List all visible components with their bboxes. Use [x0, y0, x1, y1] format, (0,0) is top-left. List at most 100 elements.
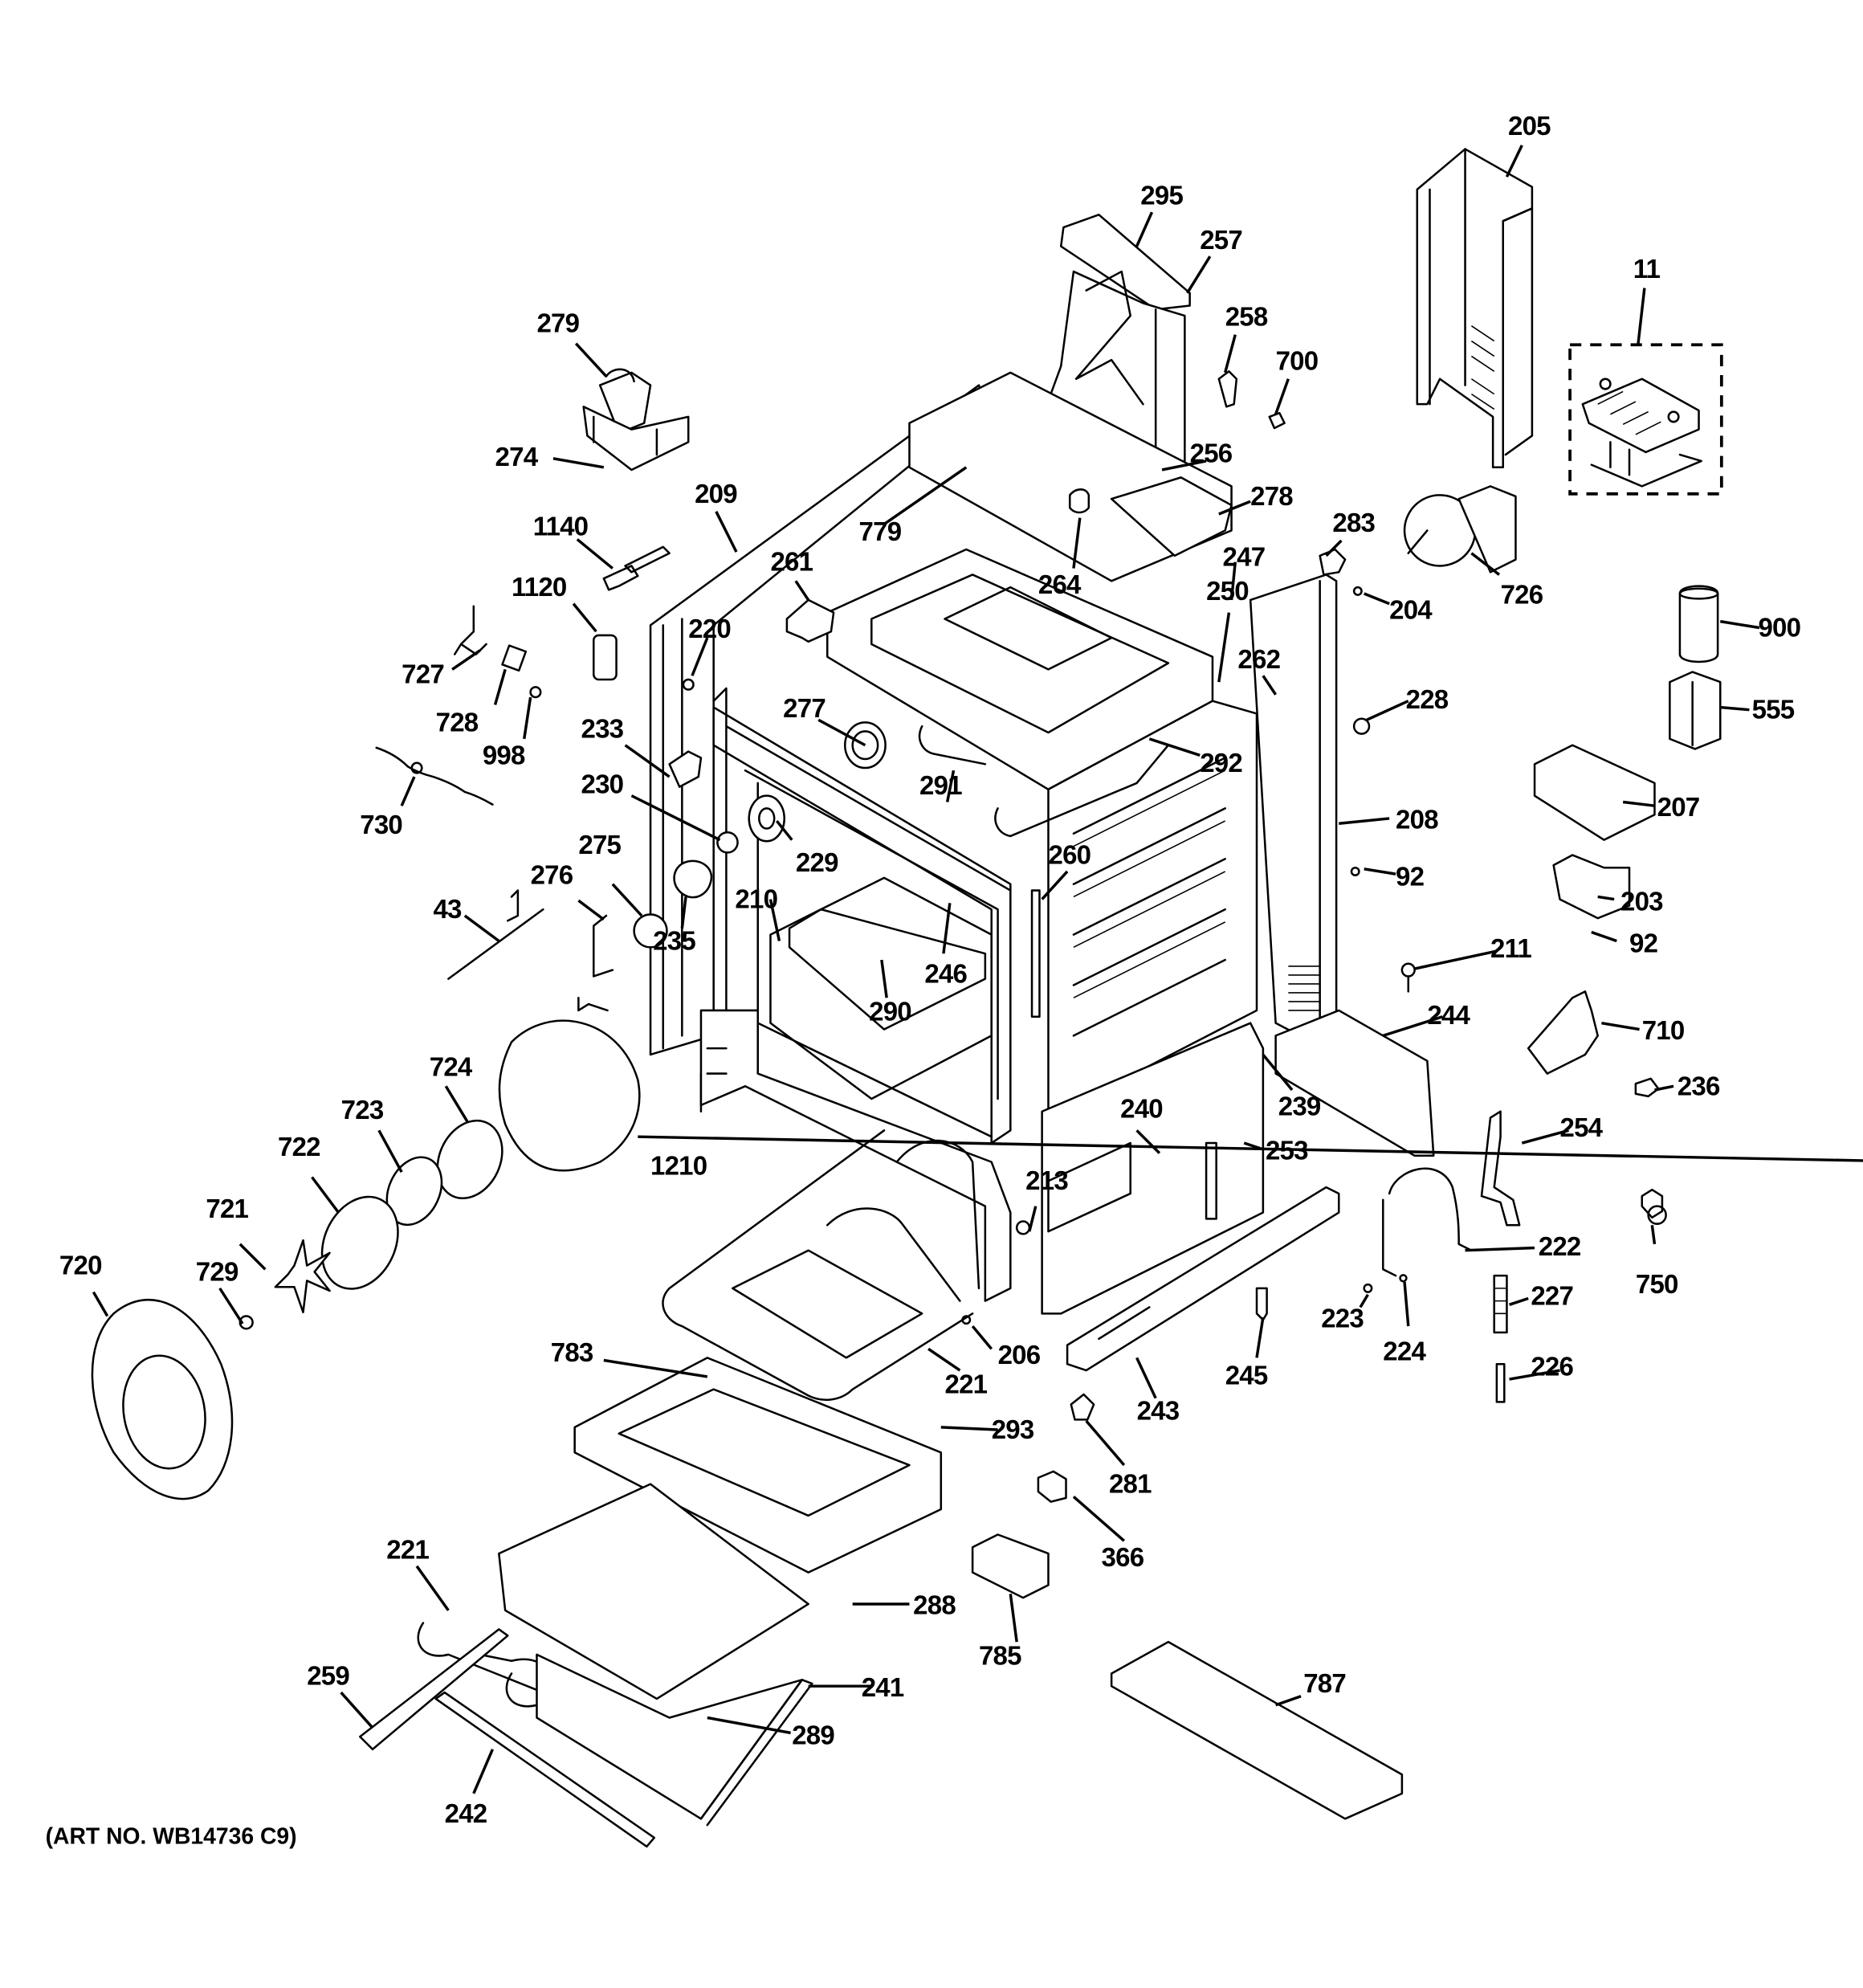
callout-722: 722: [278, 1132, 320, 1161]
callout-259: 259: [307, 1661, 349, 1691]
part-261-bracket: [785, 598, 835, 643]
part-998-screw: [529, 686, 542, 699]
part-258-clip: [1217, 370, 1238, 408]
callout-900: 900: [1758, 613, 1800, 643]
callout-727: 727: [402, 659, 444, 689]
part-204-screw: [1352, 586, 1363, 596]
callout-226: 226: [1531, 1351, 1573, 1381]
callout-229: 229: [796, 847, 838, 877]
callout-555: 555: [1752, 695, 1795, 725]
part-1140-terminal: [602, 545, 671, 591]
part-291-broil-element: [918, 725, 1170, 838]
callout-724: 724: [430, 1052, 473, 1082]
callout-295: 295: [1140, 181, 1183, 210]
part-43-temperature-sensor: [447, 889, 544, 980]
callout-281: 281: [1109, 1469, 1152, 1499]
part-222-hinge: [1382, 1167, 1473, 1277]
callout-710: 710: [1642, 1015, 1685, 1045]
part-260-strip: [1030, 889, 1041, 1018]
part-233-lamp-socket: [668, 750, 703, 788]
callout-278: 278: [1250, 481, 1293, 511]
part-726-fan-motor: [1403, 485, 1517, 574]
callout-292: 292: [1200, 748, 1242, 778]
callout-998: 998: [483, 740, 525, 769]
callout-700: 700: [1276, 346, 1319, 376]
part-235-bulb: [673, 859, 713, 899]
callout-289: 289: [792, 1721, 834, 1750]
part-205-side-trim: [1416, 148, 1534, 469]
callout-244: 244: [1427, 1000, 1470, 1030]
callout-1210: 1210: [650, 1150, 707, 1180]
part-226-pin: [1495, 1362, 1506, 1403]
part-240-drawer-back: [1041, 1022, 1265, 1315]
part-11-relay-board-kit: [1568, 343, 1723, 496]
part-207-bracket: [1533, 744, 1656, 841]
part-1120-cover: [592, 634, 618, 681]
callout-210: 210: [735, 884, 777, 914]
part-721-fan-blade: [274, 1239, 331, 1314]
part-245-roller: [1255, 1287, 1268, 1321]
callout-293: 293: [992, 1414, 1034, 1444]
callout-labels: 205 295 257 11 279 258 700 274 256 209 2…: [59, 111, 1801, 1828]
callout-239: 239: [1278, 1091, 1321, 1121]
callout-236: 236: [1678, 1071, 1720, 1100]
part-241-rail: [699, 1679, 813, 1827]
part-220-screw: [682, 678, 695, 691]
callout-253: 253: [1266, 1135, 1308, 1165]
callout-224: 224: [1383, 1337, 1426, 1366]
callout-277: 277: [783, 693, 826, 723]
callout-779: 779: [859, 516, 902, 546]
callout-729: 729: [196, 1256, 238, 1286]
callout-275: 275: [578, 830, 621, 859]
part-288-drawer-pan: [498, 1483, 809, 1700]
part-727-sensor-wire: [453, 605, 487, 655]
callout-245: 245: [1225, 1360, 1268, 1390]
callout-243: 243: [1137, 1395, 1180, 1425]
callout-204: 204: [1389, 594, 1433, 624]
callout-241: 241: [862, 1672, 904, 1702]
part-264-sensor: [1068, 488, 1090, 514]
callout-279: 279: [536, 308, 579, 338]
callout-785: 785: [979, 1640, 1021, 1670]
callout-274: 274: [495, 442, 539, 471]
part-206-screw: [961, 1315, 972, 1325]
part-283-clip: [1319, 548, 1347, 576]
callout-240: 240: [1120, 1094, 1163, 1124]
callout-1140: 1140: [533, 512, 588, 541]
callout-207: 207: [1657, 792, 1700, 822]
part-227-spring: [1493, 1274, 1508, 1334]
part-203-switch: [1552, 854, 1631, 920]
part-275-lamp-cover: [633, 913, 668, 949]
callout-726: 726: [1501, 580, 1543, 610]
callout-233: 233: [581, 713, 624, 743]
callout-783: 783: [551, 1337, 593, 1367]
callout-288: 288: [913, 1590, 956, 1620]
callout-206: 206: [998, 1340, 1041, 1370]
callout-787: 787: [1303, 1668, 1346, 1698]
part-710-bracket: [1527, 990, 1599, 1075]
part-900-capacitor: [1678, 585, 1719, 663]
callout-264: 264: [1038, 569, 1082, 599]
part-259-burner-rail: [359, 1628, 509, 1751]
part-366-clip: [1037, 1470, 1067, 1503]
callout-262: 262: [1237, 644, 1280, 674]
callout-256: 256: [1190, 439, 1233, 468]
callout-43: 43: [433, 894, 462, 924]
callout-211: 211: [1490, 933, 1531, 963]
callout-221-b: 221: [386, 1534, 429, 1564]
part-750-thermal-cutout: [1641, 1188, 1667, 1225]
part-236-clip: [1634, 1077, 1660, 1098]
callout-246: 246: [924, 958, 967, 988]
callout-366: 366: [1102, 1542, 1144, 1572]
part-293-oven-bottom: [573, 1357, 943, 1574]
callout-213: 213: [1025, 1165, 1068, 1195]
callout-290: 290: [869, 997, 911, 1027]
part-787-panel: [1110, 1640, 1404, 1820]
callout-92-a: 92: [1396, 861, 1425, 891]
callout-222: 222: [1539, 1231, 1581, 1261]
part-230-lamp-receptacle: [716, 831, 739, 854]
part-281-clip: [1070, 1393, 1095, 1421]
callout-728: 728: [436, 707, 479, 737]
part-223-screw: [1363, 1283, 1373, 1293]
